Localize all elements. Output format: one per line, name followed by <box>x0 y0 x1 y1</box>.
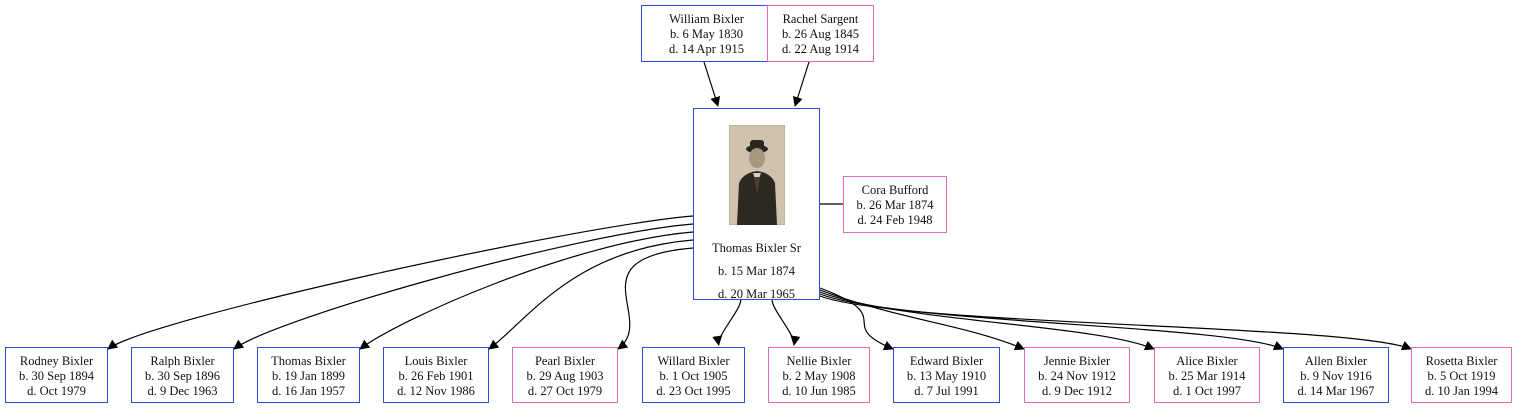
edge-father-subject <box>703 61 721 107</box>
child-node-louis[interactable]: Louis Bixler b. 26 Feb 1901 d. 12 Nov 19… <box>383 347 489 403</box>
child-born: b. 2 May 1908 <box>782 369 856 383</box>
child-died: d. 9 Dec 1912 <box>1041 384 1113 398</box>
father-name: William Bixler <box>669 12 744 26</box>
father-died: d. 14 Apr 1915 <box>669 42 744 56</box>
child-died: d. Oct 1979 <box>27 384 86 398</box>
subject-node[interactable]: Thomas Bixler Sr b. 15 Mar 1874 d. 20 Ma… <box>693 108 820 301</box>
child-died: d. 10 Jan 1994 <box>1425 384 1498 398</box>
child-born: b. 1 Oct 1905 <box>659 369 728 383</box>
subject-born: b. 15 Mar 1874 <box>717 264 796 278</box>
child-node-jennie[interactable]: Jennie Bixler b. 24 Nov 1912 d. 9 Dec 19… <box>1024 347 1130 403</box>
child-node-nellie[interactable]: Nellie Bixler b. 2 May 1908 d. 10 Jun 19… <box>768 347 870 403</box>
child-node-allen[interactable]: Allen Bixler b. 9 Nov 1916 d. 14 Mar 196… <box>1283 347 1389 403</box>
edge-subject-child <box>488 239 694 350</box>
edge-subject-child <box>617 247 694 350</box>
edge-subject-child <box>771 299 801 346</box>
child-born: b. 29 Aug 1903 <box>526 369 604 383</box>
child-name: Willard Bixler <box>657 354 730 368</box>
child-name: Jennie Bixler <box>1043 354 1111 368</box>
edge-subject-child <box>819 289 1025 351</box>
child-died: d. 7 Jul 1991 <box>914 384 979 398</box>
spouse-born: b. 26 Mar 1874 <box>856 198 934 212</box>
child-born: b. 26 Feb 1901 <box>398 369 474 383</box>
mother-name: Rachel Sargent <box>782 12 859 26</box>
child-born: b. 24 Nov 1912 <box>1038 369 1116 383</box>
child-name: Thomas Bixler <box>271 354 346 368</box>
subject-name: Thomas Bixler Sr <box>712 241 801 255</box>
child-died: d. 1 Oct 1997 <box>1172 384 1242 398</box>
portrait-photo-icon <box>728 124 785 226</box>
child-node-thomas[interactable]: Thomas Bixler b. 19 Jan 1899 d. 16 Jan 1… <box>257 347 360 403</box>
child-name: Nellie Bixler <box>786 354 852 368</box>
father-node[interactable]: William Bixler b. 6 May 1830 d. 14 Apr 1… <box>641 5 772 62</box>
child-born: b. 30 Sep 1894 <box>19 369 94 383</box>
child-died: d. 10 Jun 1985 <box>782 384 856 398</box>
edge-subject-child <box>819 293 1284 351</box>
edge-subject-child <box>712 299 742 346</box>
subject-died: d. 20 Mar 1965 <box>717 287 796 301</box>
child-born: b. 9 Nov 1916 <box>1300 369 1372 383</box>
child-died: d. 16 Jan 1957 <box>272 384 345 398</box>
child-born: b. 30 Sep 1896 <box>145 369 220 383</box>
child-node-rosetta[interactable]: Rosetta Bixler b. 5 Oct 1919 d. 10 Jan 1… <box>1411 347 1512 403</box>
child-died: d. 27 Oct 1979 <box>527 384 603 398</box>
child-born: b. 25 Mar 1914 <box>1168 369 1246 383</box>
child-name: Alice Bixler <box>1176 354 1238 368</box>
child-name: Ralph Bixler <box>150 354 215 368</box>
edge-subject-child <box>819 295 1412 351</box>
child-node-edward[interactable]: Edward Bixler b. 13 May 1910 d. 7 Jul 19… <box>893 347 1000 403</box>
edge-mother-subject <box>792 61 810 107</box>
child-died: d. 23 Oct 1995 <box>656 384 731 398</box>
child-born: b. 13 May 1910 <box>906 369 987 383</box>
child-born: b. 5 Oct 1919 <box>1427 369 1496 383</box>
mother-node[interactable]: Rachel Sargent b. 26 Aug 1845 d. 22 Aug … <box>767 5 874 62</box>
spouse-died: d. 24 Feb 1948 <box>857 213 933 227</box>
edge-subject-child <box>359 231 694 350</box>
edge-subject-child <box>819 291 1155 351</box>
child-name: Allen Bixler <box>1304 354 1368 368</box>
child-name: Rosetta Bixler <box>1425 354 1498 368</box>
child-node-rodney[interactable]: Rodney Bixler b. 30 Sep 1894 d. Oct 1979 <box>5 347 108 403</box>
child-node-willard[interactable]: Willard Bixler b. 1 Oct 1905 d. 23 Oct 1… <box>642 347 745 403</box>
child-node-alice[interactable]: Alice Bixler b. 25 Mar 1914 d. 1 Oct 199… <box>1154 347 1260 403</box>
edge-subject-child <box>107 215 694 350</box>
spouse-node[interactable]: Cora Bufford b. 26 Mar 1874 d. 24 Feb 19… <box>843 176 947 233</box>
father-born: b. 6 May 1830 <box>670 27 743 41</box>
mother-born: b. 26 Aug 1845 <box>781 27 860 41</box>
child-died: d. 14 Mar 1967 <box>1297 384 1375 398</box>
spouse-name: Cora Bufford <box>861 183 929 197</box>
child-died: d. 9 Dec 1963 <box>147 384 218 398</box>
child-name: Louis Bixler <box>404 354 468 368</box>
edge-subject-child <box>233 223 694 350</box>
child-name: Pearl Bixler <box>534 354 596 368</box>
mother-died: d. 22 Aug 1914 <box>781 42 860 56</box>
child-node-ralph[interactable]: Ralph Bixler b. 30 Sep 1896 d. 9 Dec 196… <box>131 347 234 403</box>
child-name: Edward Bixler <box>909 354 984 368</box>
child-edges <box>107 215 1412 351</box>
child-died: d. 12 Nov 1986 <box>397 384 475 398</box>
child-node-pearl[interactable]: Pearl Bixler b. 29 Aug 1903 d. 27 Oct 19… <box>512 347 618 403</box>
child-born: b. 19 Jan 1899 <box>272 369 345 383</box>
child-name: Rodney Bixler <box>19 354 94 368</box>
